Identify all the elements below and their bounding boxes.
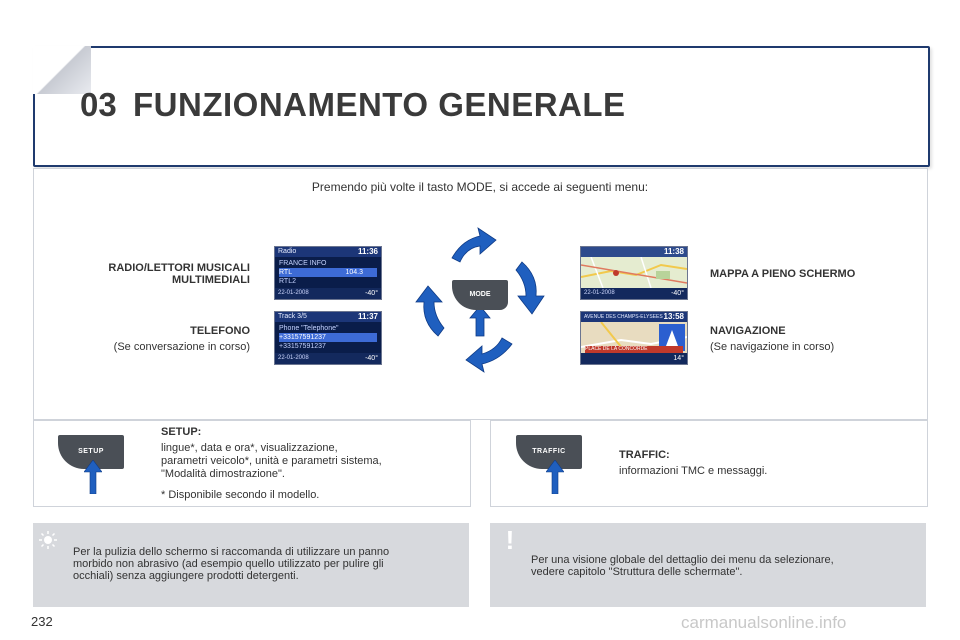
screen-clock: 13:58: [663, 312, 684, 321]
screen-row: +33157591237: [279, 343, 326, 350]
setup-title: SETUP:: [161, 426, 202, 438]
traffic-title: TRAFFIC:: [619, 449, 670, 461]
traffic-button[interactable]: TRAFFIC: [516, 435, 582, 469]
tip-sun-icon: [39, 531, 57, 549]
screen-clock: 11:36: [357, 247, 378, 256]
arrow-left-icon: [415, 285, 445, 337]
mode-cycle-arrows: [415, 227, 545, 373]
setup-description: lingue*, data e ora*, visualizzazione, p…: [161, 442, 382, 481]
page-corner-fold: [33, 46, 91, 94]
telefono-sub: (Se conversazione in corso): [113, 341, 250, 353]
setup-footnote: * Disponibile secondo il modello.: [161, 489, 320, 501]
navigazione-screen-image: AVENUE DES CHAMPS-ELYSEES 13:58 PLACE DE…: [580, 311, 688, 365]
navigazione-sub: (Se navigazione in corso): [710, 341, 835, 353]
setup-line: "Modalità dimostrazione".: [161, 468, 285, 480]
screen-row: Phone "Telephone": [279, 325, 339, 332]
arrow-up-traffic-icon: [546, 460, 564, 494]
intro-text: Premendo più volte il tasto MODE, si acc…: [311, 180, 649, 194]
navigazione-label: NAVIGAZIONE: [710, 325, 786, 337]
note-line: Per la pulizia dello schermo si raccoman…: [73, 546, 390, 558]
cleaning-note: [33, 523, 469, 607]
page-number: 232: [31, 614, 53, 629]
radio-label-line1: RADIO/LETTORI MUSICALI: [108, 262, 250, 274]
note-line: morbido non abrasivo (ad esempio quello …: [73, 558, 384, 570]
menu-structure-note: [490, 523, 926, 607]
chapter-number: 03: [80, 86, 117, 123]
screen-bottombar: 22-01-2008: [275, 353, 381, 364]
page-title: FUNZIONAMENTO GENERALE: [133, 86, 626, 123]
screen-topbar: AVENUE DES CHAMPS-ELYSEES: [581, 312, 687, 322]
mode-button[interactable]: MODE: [452, 280, 508, 310]
screen-row-selected: +33157591237: [279, 333, 377, 342]
screen-bottombar: 22-01-2008: [581, 288, 687, 299]
radio-frequency: 104.3: [345, 269, 363, 276]
screen-clock: 11:38: [663, 247, 684, 256]
arrow-bottom-icon: [465, 337, 513, 373]
radio-label-line2: MULTIMEDIALI: [171, 274, 250, 286]
note-line: occhiali) senza aggiungere prodotti dete…: [73, 570, 299, 582]
setup-line: lingue*, data e ora*, visualizzazione,: [161, 442, 338, 454]
note-line: vedere capitolo "Struttura delle scherma…: [531, 566, 743, 578]
arrow-up-mode-icon: [469, 305, 491, 337]
warning-exclamation-icon: !: [505, 525, 515, 555]
street-banner: PLACE DE LA CONCORDE: [585, 346, 683, 353]
mappa-label: MAPPA A PIENO SCHERMO: [710, 268, 856, 280]
screen-bottombar: [581, 353, 687, 364]
screen-topbar: Radio: [275, 247, 381, 257]
menu-structure-note-text: Per una visione globale del dettaglio de…: [531, 554, 834, 578]
arrow-top-icon: [451, 227, 497, 263]
map-graphic: [581, 257, 687, 288]
screen-temp: -40°: [365, 290, 378, 297]
screen-temp: -40°: [365, 355, 378, 362]
cleaning-note-text: Per la pulizia dello schermo si raccoman…: [73, 546, 389, 582]
telefono-screen-image: Track 3/5 11:37 Phone "Telephone" +33157…: [274, 311, 382, 365]
header-frame: [33, 46, 930, 167]
radio-menu-label: RADIO/LETTORI MUSICALI MULTIMEDIALI: [80, 262, 250, 286]
arrow-right-icon: [515, 261, 545, 315]
screen-row: FRANCE INFO: [279, 260, 327, 267]
screen-row: RTL2: [279, 278, 296, 285]
screen-row-label: RTL: [279, 269, 293, 276]
arrow-up-setup-icon: [84, 460, 102, 494]
screen-temp: -40°: [671, 290, 684, 297]
watermark: carmanualsonline.info: [681, 613, 847, 632]
screen-bottombar: 22-01-2008: [275, 288, 381, 299]
screen-temp: 14°: [673, 355, 684, 362]
screen-topbar: [581, 247, 687, 257]
mappa-screen-image: 11:38 22-01-2008 -40°: [580, 246, 688, 300]
screen-clock: 11:37: [357, 312, 378, 321]
screen-topbar: Track 3/5: [275, 312, 381, 322]
note-line: Per una visione globale del dettaglio de…: [531, 554, 834, 566]
traffic-description: informazioni TMC e messaggi.: [619, 465, 768, 477]
telefono-label: TELEFONO: [190, 325, 250, 337]
screen-row-selected: RTL 104.3: [279, 268, 377, 277]
radio-screen-image: Radio 11:36 FRANCE INFO RTL 104.3 RTL2 2…: [274, 246, 382, 300]
setup-line: parametri veicolo*, unità e parametri si…: [161, 455, 382, 467]
setup-box: [33, 420, 471, 507]
